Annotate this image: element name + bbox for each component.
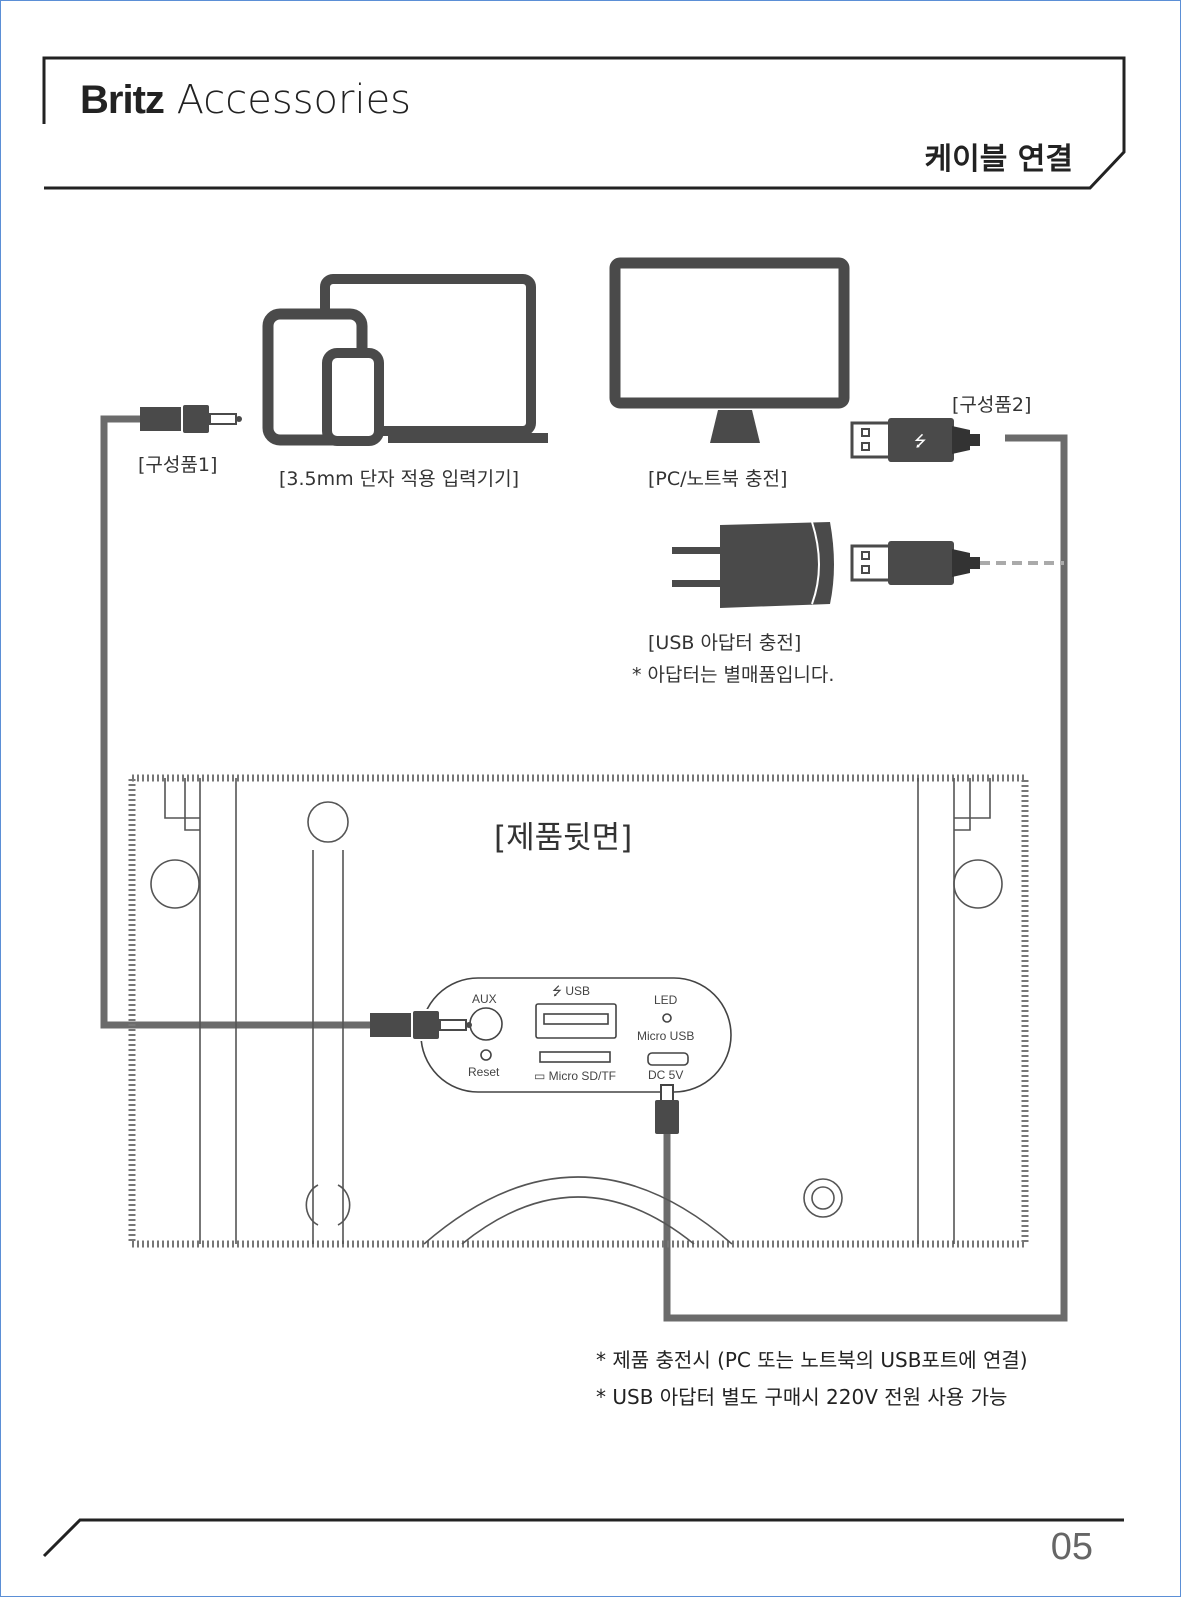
sd-card-icon: ▭	[534, 1069, 549, 1083]
adapter-note: * 아답터는 별매품입니다.	[632, 664, 835, 686]
port-aux-label: AUX	[472, 992, 497, 1006]
item1-label: [구성품1]	[138, 454, 218, 476]
port-led-label: LED	[654, 993, 678, 1007]
product-back-label: [제품뒷면]	[494, 820, 633, 856]
brand-title: Britz Accessories	[80, 80, 411, 120]
monitor-icon	[609, 257, 850, 443]
port-micro-sd-label: ▭ Micro SD/TF	[534, 1069, 616, 1083]
adapter-charging-label: [USB 아답터 충전]	[648, 632, 802, 654]
page-number: 05	[1050, 1526, 1093, 1568]
item2-label: [구성품2]	[952, 394, 1032, 416]
brand-name: Britz	[80, 78, 165, 122]
pc-charging-label: [PC/노트북 충전]	[648, 468, 788, 490]
section-title: 케이블 연결	[924, 142, 1073, 177]
header-frame	[42, 56, 1126, 190]
port-usb-text: USB	[565, 984, 591, 998]
product-back-frame	[128, 774, 1029, 1248]
audio-devices-label: [3.5mm 단자 적용 입력기기]	[279, 468, 520, 490]
port-reset-label: Reset	[468, 1065, 500, 1079]
note-line-2: * USB 아답터 별도 구매시 220V 전원 사용 가능	[596, 1385, 1008, 1409]
port-micro-usb-label: Micro USB	[637, 1029, 695, 1043]
usb-adapter-icon	[672, 521, 834, 608]
micro-usb-plug-icon	[655, 1084, 679, 1134]
aux-plug-icon	[140, 403, 242, 435]
aux-plug-inserted-icon	[370, 1009, 472, 1041]
devices-icon	[262, 274, 548, 446]
usb-icon: ⭍	[552, 984, 566, 998]
note-line-1: * 제품 충전시 (PC 또는 노트북의 USB포트에 연결)	[596, 1348, 1028, 1372]
cables	[100, 415, 1068, 1322]
product-back-outline	[150, 778, 1003, 1245]
svg-text:⭍: ⭍	[914, 432, 927, 450]
port-micro-sd-text: Micro SD/TF	[548, 1069, 617, 1083]
usb-plug-icon: ⭍	[850, 418, 980, 462]
port-panel	[420, 977, 732, 1093]
port-usb-label: ⭍ USB	[552, 982, 590, 1003]
port-dc-label: DC 5V	[648, 1068, 684, 1082]
footer-rule	[42, 1518, 1124, 1558]
usb-plug-adapter-icon	[850, 541, 980, 585]
product-line: Accessories	[176, 77, 412, 123]
